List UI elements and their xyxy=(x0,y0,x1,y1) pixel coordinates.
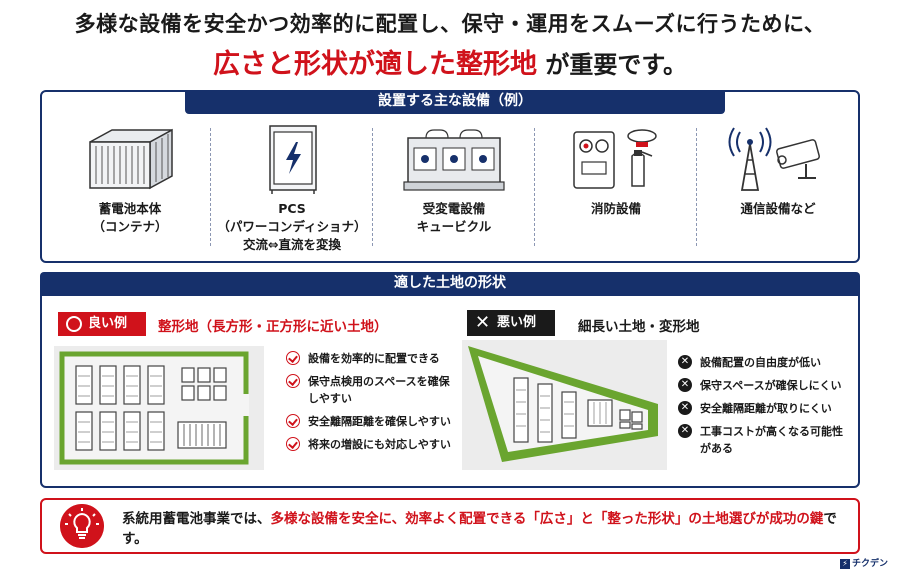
conclusion-part1: 系統用蓄電池事業では、 xyxy=(122,511,271,527)
brand-logo: ⚡チクデン xyxy=(840,556,888,569)
equipment-item-communication: 通信設備など xyxy=(698,120,858,260)
divider xyxy=(372,128,373,246)
cross-icon: ✕ xyxy=(678,378,692,392)
headline-line1: 多様な設備を安全かつ効率的に配置し、保守・運用をスムーズに行うために、 xyxy=(74,12,826,36)
communication-icon xyxy=(728,127,820,191)
bad-tag-label: 悪い例 xyxy=(497,315,537,330)
equipment-label: PCS xyxy=(278,201,306,216)
cross-icon: ✕ xyxy=(678,355,692,369)
point-text: 工事コストが高くなる可能性がある xyxy=(700,425,843,455)
equipment-sublabel: キュービクル xyxy=(416,219,492,234)
divider xyxy=(534,128,535,246)
bad-example-tag: ✕ 悪い例 xyxy=(467,310,555,336)
land-shape-panel: 適した土地の形状 良い例 整形地（長方形・正方形に近い土地） xyxy=(40,272,860,488)
divider xyxy=(210,128,211,246)
battery-container-icon xyxy=(89,128,173,190)
equipment-label: 蓄電池本体 xyxy=(98,201,162,216)
cross-icon: ✕ xyxy=(475,312,491,333)
point-text: 安全離隔距離を確保しやすい xyxy=(308,415,451,428)
equipment-label: 受変電設備 xyxy=(422,201,486,216)
conclusion-part3: です。 xyxy=(122,511,837,547)
headline-rest: が重要です。 xyxy=(545,51,687,79)
list-item: ✕ 安全離隔距離が取りにくい xyxy=(678,400,848,417)
check-icon xyxy=(286,437,300,451)
bad-points-list: ✕ 設備配置の自由度が低い ✕ 保守スペースが確保しにくい ✕ 安全離隔距離が取りにく… xyxy=(678,354,848,463)
check-icon xyxy=(286,351,300,365)
conclusion-highlight: 多様な設備を安全に、効率よく配置できる「広さ」と「整った形状」の土地選びが成功の… xyxy=(270,511,824,527)
headline-line2: 広さと形状が適した整形地 が重要です。 xyxy=(0,42,900,81)
equipment-item-battery: 蓄電池本体 （コンテナ） xyxy=(50,120,210,260)
brand-name: チクデン xyxy=(852,559,889,569)
bad-example-title: 細長い土地・変形地 xyxy=(578,319,700,335)
equipment-note: 交流⇔直流を変換 xyxy=(243,237,341,252)
list-item: ✕ 設備配置の自由度が低い xyxy=(678,354,848,371)
cross-icon: ✕ xyxy=(678,401,692,415)
cross-icon: ✕ xyxy=(678,424,692,438)
equipment-item-pcs: PCS （パワーコンディショナ） 交流⇔直流を変換 xyxy=(212,120,372,260)
conclusion-box: 系統用蓄電池事業では、多様な設備を安全に、効率よく配置できる「広さ」と「整った形… xyxy=(40,498,860,554)
equipment-label: 消防設備 xyxy=(590,201,641,216)
equipment-sublabel: （コンテナ） xyxy=(92,219,168,234)
equipment-header: 設置する主な設備（例） xyxy=(185,90,725,114)
list-item: 保守点検用のスペースを確保しやすい xyxy=(286,373,456,407)
point-text: 設備配置の自由度が低い xyxy=(700,356,821,369)
good-example-tag: 良い例 xyxy=(58,312,146,336)
equipment-item-cubicle: 受変電設備 キュービクル xyxy=(374,120,534,260)
divider xyxy=(696,128,697,246)
circle-icon xyxy=(66,316,82,332)
good-site-diagram xyxy=(54,346,264,470)
point-text: 安全離隔距離が取りにくい xyxy=(700,402,832,415)
check-icon xyxy=(286,374,300,388)
equipment-panel: 設置する主な設備（例） 蓄電池本体 （コンテナ） PC xyxy=(40,90,860,263)
good-tag-label: 良い例 xyxy=(88,316,128,331)
good-example-title: 整形地（長方形・正方形に近い土地） xyxy=(158,319,388,335)
bolt-icon: ⚡ xyxy=(840,559,850,569)
equipment-sublabel: （パワーコンディショナ） xyxy=(217,219,367,234)
point-text: 保守点検用のスペースを確保しやすい xyxy=(308,375,450,405)
pcs-icon xyxy=(269,125,317,194)
list-item: 将来の増設にも対応しやすい xyxy=(286,436,456,453)
equipment-label: 通信設備など xyxy=(740,201,816,216)
fire-equipment-icon xyxy=(573,129,657,189)
point-text: 将来の増設にも対応しやすい xyxy=(308,438,451,451)
list-item: ✕ 工事コストが高くなる可能性がある xyxy=(678,423,848,457)
list-item: 設備を効率的に配置できる xyxy=(286,350,456,367)
lightbulb-icon xyxy=(60,504,104,548)
check-icon xyxy=(286,414,300,428)
list-item: ✕ 保守スペースが確保しにくい xyxy=(678,377,848,394)
land-shape-header: 適した土地の形状 xyxy=(40,272,860,296)
good-points-list: 設備を効率的に配置できる 保守点検用のスペースを確保しやすい 安全離隔距離を確保… xyxy=(286,350,456,459)
cubicle-icon xyxy=(403,129,505,191)
equipment-item-fire: 消防設備 xyxy=(536,120,696,260)
point-text: 保守スペースが確保しにくい xyxy=(700,379,842,392)
headline-highlight: 広さと形状が適した整形地 xyxy=(213,49,538,80)
point-text: 設備を効率的に配置できる xyxy=(308,352,440,365)
conclusion-text: 系統用蓄電池事業では、多様な設備を安全に、効率よく配置できる「広さ」と「整った形… xyxy=(122,509,852,549)
bad-site-diagram xyxy=(462,340,667,470)
list-item: 安全離隔距離を確保しやすい xyxy=(286,413,456,430)
